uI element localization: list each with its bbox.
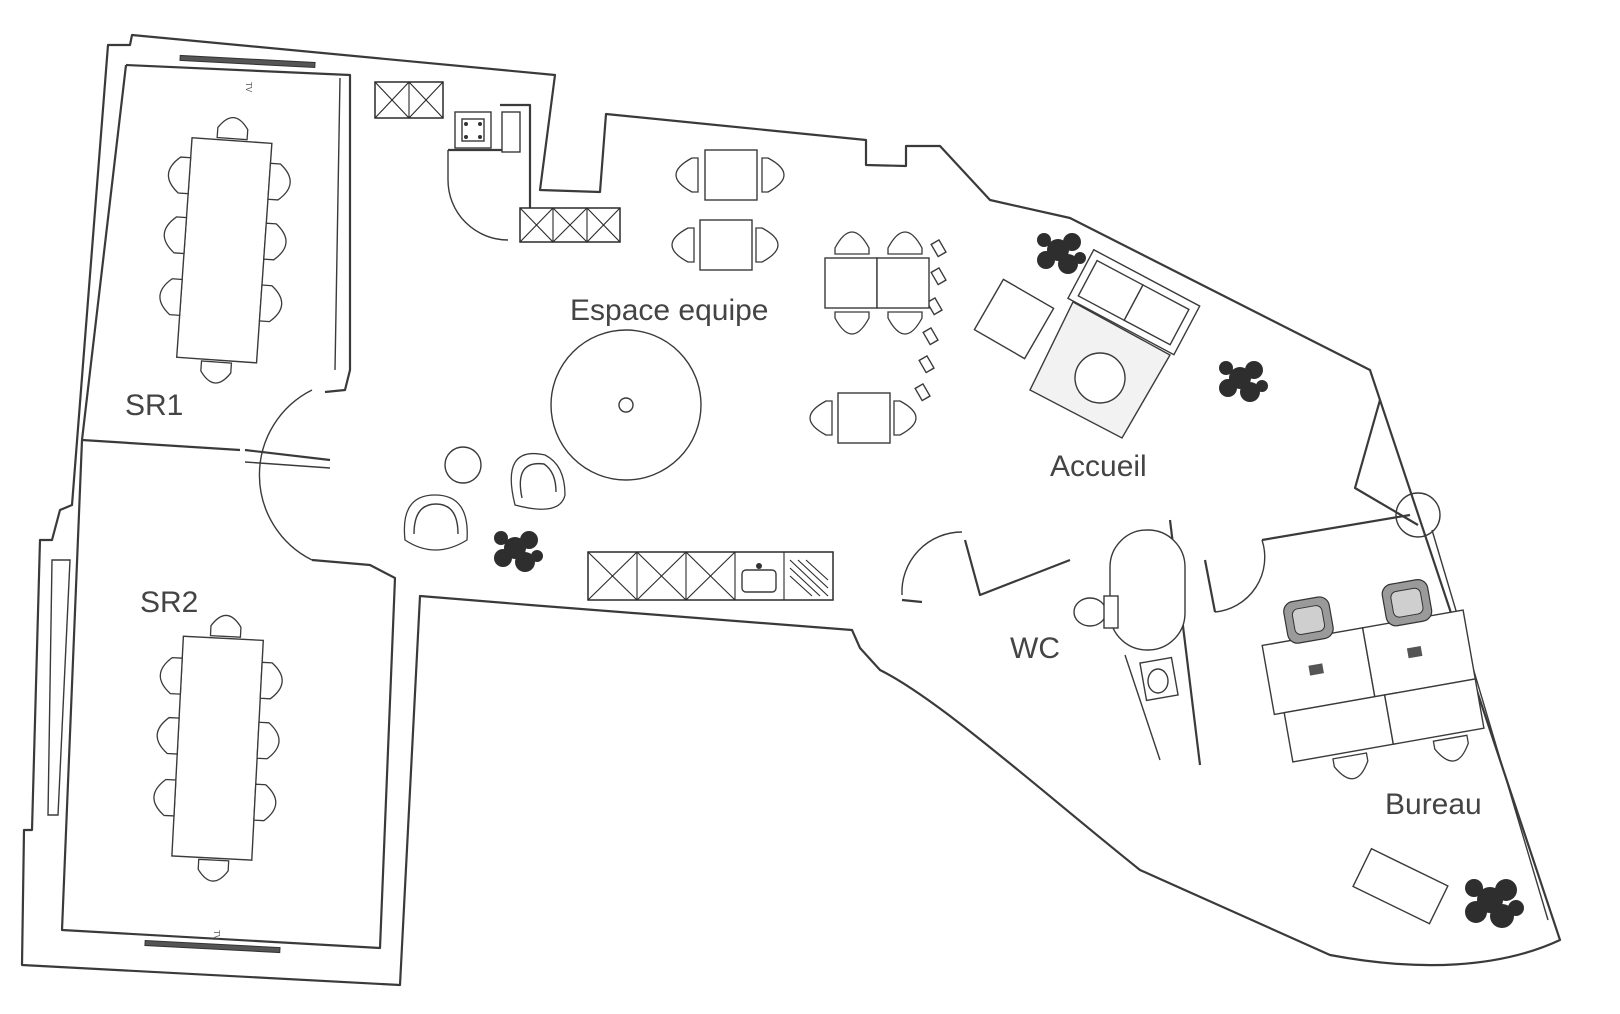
storage-top-center (519, 207, 621, 243)
wc-fixtures (1073, 529, 1186, 702)
printer-box (454, 111, 521, 153)
accueil-armchair (973, 278, 1055, 360)
plant-icon (494, 531, 543, 572)
dining-table-1 (675, 149, 785, 201)
wc-door-swing (1109, 529, 1186, 651)
dining-table-3 (809, 392, 917, 444)
espace-round-table (550, 329, 702, 481)
wc-sink (1139, 656, 1179, 702)
sr1-conference-table (159, 117, 291, 384)
lounge-chair-2 (403, 494, 468, 551)
coffee-table (1074, 352, 1126, 404)
plant-icon (1219, 361, 1268, 402)
kitchen-sink (741, 569, 777, 593)
dining-table-2 (671, 219, 779, 271)
accueil-divider (914, 238, 947, 402)
bureau-desks (1261, 579, 1485, 780)
room-label-bureau: Bureau (1385, 788, 1482, 821)
sr2-conference-table (153, 614, 283, 882)
kitchen-counter (587, 551, 834, 601)
room-label-accueil: Accueil (1050, 450, 1147, 483)
dining-table-long (824, 231, 930, 335)
desk-chair-1 (1283, 596, 1334, 644)
plant-icon (1037, 233, 1086, 274)
room-label-espace-equipe: Espace equipe (570, 294, 769, 327)
lounge-chair-1 (510, 453, 566, 510)
accueil-rug (1029, 301, 1171, 439)
sr2-chairs (153, 614, 283, 882)
room-label-sr2: SR2 (140, 586, 198, 619)
outer-walls (20, 33, 1562, 987)
bureau-cabinet (1352, 847, 1449, 925)
tv-label-sr1: TV (244, 82, 253, 93)
tv-sr2: TV (144, 930, 281, 954)
toilet (1073, 595, 1119, 629)
side-stool (444, 446, 482, 484)
stove (789, 559, 829, 597)
room-label-sr1: SR1 (125, 389, 183, 422)
plant-icon (1465, 879, 1524, 928)
sr1-chairs (159, 117, 291, 384)
storage-top-left (374, 81, 444, 119)
room-label-wc: WC (1010, 632, 1060, 665)
desk-chair-2 (1381, 579, 1433, 627)
tv-label-sr2: TV (212, 930, 221, 941)
accueil-sofa (1066, 248, 1201, 356)
tv-sr1: TV (179, 54, 316, 93)
